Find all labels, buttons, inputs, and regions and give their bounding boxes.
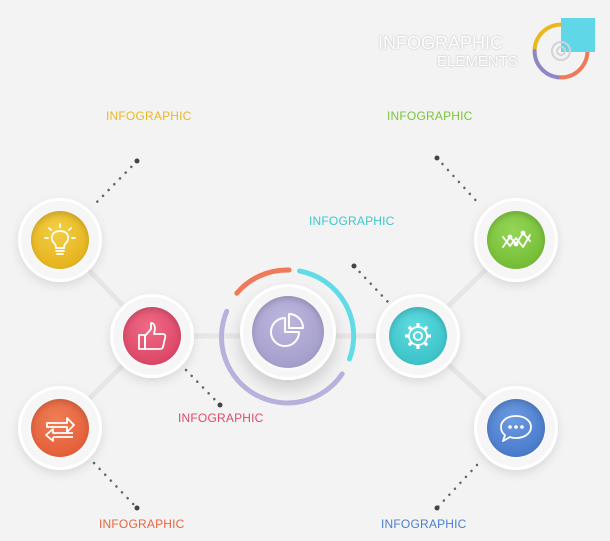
node-line-chart [474, 198, 558, 282]
title-line-2: ELEMENTS [437, 53, 518, 70]
line-chart-icon [502, 230, 531, 248]
label-top-right: INFOGRAPHIC [387, 109, 473, 123]
chat-bubble-icon [500, 415, 532, 442]
label-top-left: INFOGRAPHIC [106, 109, 192, 123]
node-thumbs-up [110, 294, 194, 378]
pie-chart-icon [270, 313, 304, 347]
thumbs-up-icon [138, 322, 167, 350]
gear-icon [405, 323, 431, 349]
title-badge [532, 18, 595, 80]
node-gear [376, 294, 460, 378]
label-center-bottom: INFOGRAPHIC [178, 411, 264, 425]
lightbulb-icon [44, 223, 76, 255]
node-chat [474, 386, 558, 470]
node-lightbulb [18, 198, 102, 282]
node-swap-arrows [18, 386, 102, 470]
title-line-1: INFOGRAPHIC [378, 33, 504, 53]
label-bottom-left: INFOGRAPHIC [99, 517, 185, 531]
label-center-right: INFOGRAPHIC [309, 214, 395, 228]
node-pie-chart [240, 284, 336, 380]
label-bottom-right: INFOGRAPHIC [381, 517, 467, 531]
swap-arrows-icon [45, 417, 75, 442]
